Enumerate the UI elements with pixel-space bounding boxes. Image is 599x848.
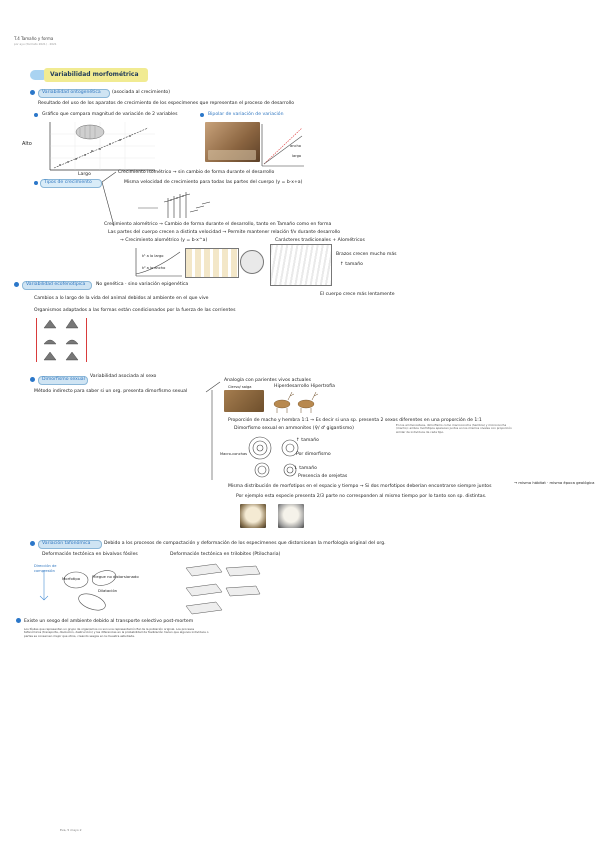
dimorfismo-label: Por dimorfismo [296,452,331,457]
pliegue-label: Pliegue no distorsionado [92,574,139,579]
section-heading: Variabilidad ecofenotípica [26,282,86,287]
bipolar-plot-sketch [261,124,304,167]
document-subtitle: por ayu (formato 2021) · 2021 [14,42,57,46]
section-pill [38,376,88,385]
section-note: (asociada al crecimiento) [112,90,171,95]
tipos-label: Tipos de crecimiento [44,180,92,185]
skull-photo-1 [240,504,266,528]
axis-y-label: Alto [22,141,32,147]
section-text: Método indirecto para saber si un org. p… [34,389,188,394]
axis-x-label: Largo [78,172,91,177]
skull-photo-2 [278,504,304,528]
dimorf-line: Dimorfismo sexual en ammonites (♀/ ♂ gig… [234,426,354,431]
red-divider [86,318,87,362]
document-title: T.4 Tamaño y forma [14,36,54,41]
ciervo-label: Ciervo/ saiga [228,385,252,389]
section-bullet-icon [30,377,35,382]
bullet-icon [34,113,38,117]
subsection-pill [40,179,102,188]
cuerpo-label: El cuerpo crece más lentamente [320,292,395,297]
section-heading: Dimorfismo sexual [42,377,85,382]
ejemplo-line: Por ejemplo esta especie presenta 2/3 pa… [236,494,487,499]
brazo-label-2: ↑ tamaño [340,262,363,267]
section-bullet-icon [30,90,35,95]
human-growth-figure [185,248,239,278]
crinoid-sketch [270,244,332,286]
section-pill [22,281,92,290]
growth-scatter-sketch [49,122,155,171]
plot-label-ancho: ancho [290,144,301,148]
alo-line-2: Las partes del cuerpo crecen a distinta … [108,230,341,235]
def-label-1: Deformación tectónica en bivalvos fósile… [42,552,138,557]
analog-label: Analogía con parientes vivos actuales [224,378,311,383]
section-heading: Variabilidad ontogenética [42,90,101,95]
alo-line-3: → Crecimiento alométrico (y = b·x^a) [120,238,208,243]
section-bullet-icon [30,541,35,546]
section-pill [38,540,102,549]
graph-label: Gráfico que compara magnitud de variació… [42,112,178,117]
ammonite-note: En los ammonoideos, dimorfismo como macr… [396,423,512,434]
bullet-icon [34,181,38,185]
section-heading: Variación tafonómica [42,541,91,546]
main-title: Variabilidad morfométrica [50,71,139,78]
final-paragraph: Los fósiles que representan un grupo de … [24,627,209,638]
final-line: Existe un sesgo del ambiente debido al t… [24,619,194,624]
iso-line-1: Crecimiento isométrico → sin cambio de f… [118,170,275,175]
section-pill [38,89,110,98]
morfotipo-label: Morfotipo [62,576,81,581]
bipolar-label: Bipolar de variación de variación [208,112,284,117]
def-label-2: Deformación tectónica en trilobites (Pti… [170,552,281,557]
deer-sketch [273,391,319,413]
growth-sequence-sketch [138,192,211,218]
organism-sketch [240,250,264,274]
page-footer: Eva, 5 mayo 2 [60,828,82,832]
section-note: No genética · sino variación epigenética [96,282,189,287]
compression-label: Dirección de compresión [34,564,57,574]
bracket-lines [101,171,117,227]
section-text: Resultado del uso de los aparatos de cre… [38,101,295,106]
ammonite-sketch [248,436,299,478]
bracket-lines [205,381,221,480]
iso-line-2: Misma velocidad de crecimiento para toda… [124,180,303,185]
bullet-icon [200,113,204,117]
tamano-up: ↑ tamaño [296,438,319,443]
trilobite-photo-shadow [208,150,256,160]
misma-line-2: → mismo hábitat · misma época geológica [514,480,595,485]
plot-label-largo: largo [292,154,302,158]
section-text: Organismos adaptados a las formas están … [34,308,236,313]
title-highlight [44,68,148,82]
k2-label: k² a lo ancho [142,266,166,270]
orejetas-label: Presencia de orejetas [298,474,348,479]
red-divider [36,318,37,362]
proporcion-line: Proporción de macho y hembra 1:1 → Es de… [228,418,482,423]
deer-photo [224,390,264,412]
section-bullet-icon [14,282,19,287]
section-text: Cambios a lo largo de la vida del animal… [34,296,209,301]
section-note: Variabilidad asociada al sexo [90,374,157,379]
brazo-label: Brazos crecen mucho más [336,252,397,257]
trilobite-deformation-sketch [185,563,261,615]
section-bullet-icon [16,618,21,623]
coral-forms-sketch [43,318,79,361]
section-note: Debido a los procesos de compactación y … [104,541,386,546]
hiper-label: Hiperdesarrollo Hipertrofia [274,384,335,389]
bivalve-deformation-sketch [39,570,117,611]
dilatacion-label: Dilatación [98,588,118,593]
title-arrow-icon [30,70,48,80]
alo-line-1: Crecimiento alométrico → Cambio de forma… [104,222,332,227]
allometric-axes-sketch [135,248,182,277]
caracter-label: Carácteres tradicionales + Alométricos [275,238,365,243]
misma-line: Misma distribución de morfotipos en el e… [228,484,492,489]
tamano-down: ↓ tamaño [294,466,317,471]
k1-label: k¹ a lo largo [142,254,164,258]
macroconcha-label: Macro-conchas [220,452,248,456]
